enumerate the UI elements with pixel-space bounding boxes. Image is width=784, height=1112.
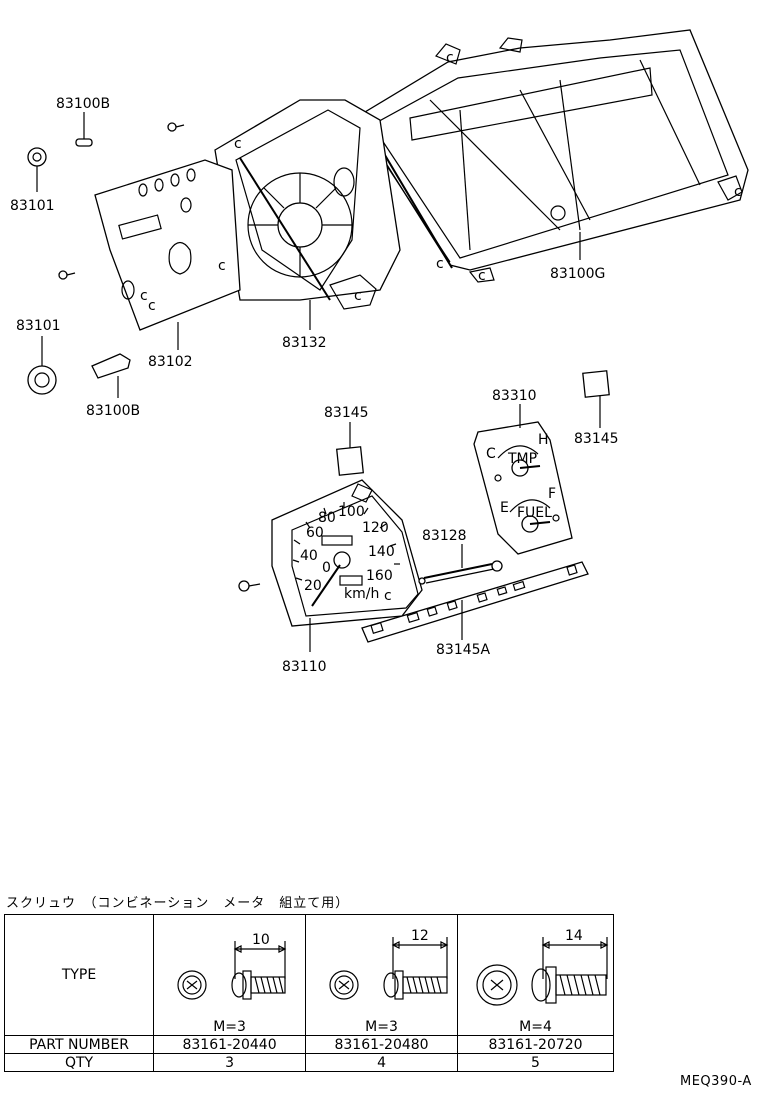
qty-2: 4 [305,1053,459,1072]
svg-text:c: c [148,298,156,314]
svg-text:c: c [734,184,742,200]
temp-label: TMP [507,451,537,467]
screw-length-3: 14 [565,928,583,944]
temp-fuel-gauge-83310: TMP H C FUEL F E [473,404,573,555]
screw-type-2: 12 M=3 [305,914,459,1036]
qty-row: QTY 3 4 5 [3,1053,614,1072]
callout-83101-top: 83101 [10,198,55,214]
callout-83128: 83128 [422,528,467,544]
callout-83145a: 83145A [436,642,491,658]
svg-text:c: c [384,588,392,604]
warning-strip-83145a [361,561,589,643]
screw-speedometer [238,580,261,592]
screw-table-caption: スクリュウ （コンビネーション メータ 組立て用） [6,896,350,911]
screw-small-2 [58,270,76,280]
fuel-full-mark: F [548,486,556,502]
socket-83101-top [27,147,47,192]
part-number-3: 83161-20720 [457,1035,614,1054]
speed-ticks [292,502,400,581]
part-number-row-header: PART NUMBER [3,1035,155,1054]
callout-83132: 83132 [282,335,327,351]
bulb-83100b-top [75,112,93,147]
callout-83101-mid: 83101 [16,318,61,334]
qty-3: 5 [457,1053,614,1072]
meter-housing-83100g: c c c c [353,29,749,284]
speed-tick-60: 60 [306,525,324,541]
callout-83110: 83110 [282,659,327,675]
part-number-2: 83161-20480 [305,1035,459,1054]
speed-tick-20: 20 [304,578,322,594]
temp-cold-mark: C [486,446,496,462]
svg-text:c: c [354,288,362,304]
fuel-label: FUEL [517,505,552,521]
speedometer-hub [333,551,351,569]
speed-unit: km/h [344,586,379,602]
speedometer-83110: 20 40 60 80 100 120 140 160 0 km/h c [271,479,423,652]
svg-text:c: c [478,268,486,284]
drawing-code: MEQ390-A [680,1074,752,1089]
svg-text:c: c [446,50,454,66]
svg-text:c: c [436,256,444,272]
screw-drawing-1: 10 [176,932,286,1000]
screw-length-2: 12 [411,928,429,944]
speed-tick-140: 140 [368,544,395,560]
fuel-empty-mark: E [500,500,509,516]
bulb-83100b-bottom [91,353,131,398]
part-number-row: PART NUMBER 83161-20440 83161-20480 8316… [3,1035,614,1054]
callout-83100b-top: 83100B [56,96,110,112]
screw-small-1 [167,122,185,132]
type-row: TYPE 10 M=3 [3,914,614,1036]
part-number-1: 83161-20440 [153,1035,307,1054]
speed-tick-160: 160 [366,568,393,584]
callout-83100g: 83100G [550,266,605,282]
screw-m-3: M=4 [519,1019,552,1035]
qty-row-header: QTY [3,1053,155,1072]
screw-length-1: 10 [252,932,270,948]
printed-circuit-83132: c c [214,99,401,310]
label-83145-right [582,370,610,428]
callout-83102: 83102 [148,354,193,370]
label-83145-left [335,422,365,476]
screw-spec-table: TYPE 10 M=3 [3,914,614,1072]
callout-83145-left: 83145 [324,405,369,421]
speed-tick-100: 100 [338,504,365,520]
meter-plate-83102: c c c [94,159,241,331]
screw-m-1: M=3 [213,1019,246,1035]
screw-type-1: 10 M=3 [153,914,307,1036]
qty-1: 3 [153,1053,307,1072]
speed-tick-0: 0 [322,560,331,576]
screw-drawing-3: 14 [475,928,608,1006]
speed-tick-40: 40 [300,548,318,564]
speedometer-needle [311,564,341,607]
type-row-header: TYPE [3,914,155,1036]
svg-text:c: c [218,258,226,274]
callout-83145-right: 83145 [574,431,619,447]
callout-83100b-bottom: 83100B [86,403,140,419]
callout-83310: 83310 [492,388,537,404]
socket-83101-bottom [27,336,57,395]
svg-text:c: c [234,136,242,152]
screw-m-2: M=3 [365,1019,398,1035]
speed-tick-120: 120 [362,520,389,536]
temp-high-mark: H [538,432,549,448]
speed-tick-80: 80 [318,510,336,526]
screw-drawing-2: 12 [328,928,448,1000]
screw-type-3: 14 M=4 [457,914,614,1036]
svg-text:c: c [140,288,148,304]
cable-83128 [418,544,503,585]
